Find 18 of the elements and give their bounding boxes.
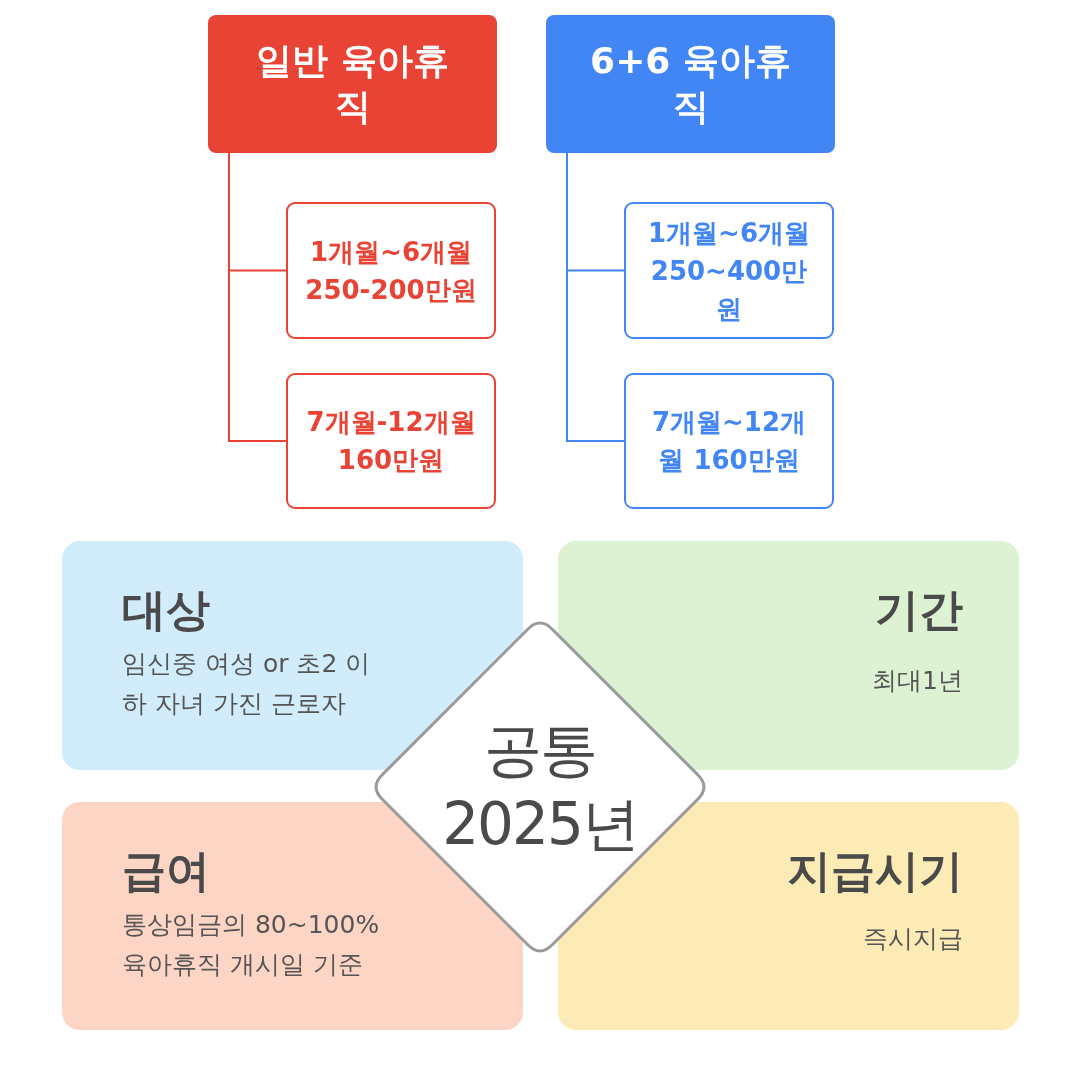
diamond-text: 공통	[484, 715, 596, 786]
card-heading: 급여	[122, 844, 210, 898]
item-box: 1개월~6개월 250-200만원	[286, 202, 496, 339]
header-box: 일반 육아휴직	[208, 15, 497, 153]
card-heading: 기간	[875, 583, 963, 637]
card-heading: 지급시기	[787, 844, 963, 898]
card-text: 최대1년	[871, 665, 963, 697]
header-box: 6+6 육아휴직	[546, 15, 835, 153]
card-heading: 대상	[122, 583, 210, 637]
connector-line	[228, 152, 287, 442]
item-box: 1개월~6개월 250~400만원	[624, 202, 834, 339]
diamond-text: 2025년	[442, 789, 638, 860]
card-text: 즉시지급	[862, 923, 963, 955]
card-text: 임신중 여성 or 초2 이하 자녀 가진 근로자	[122, 648, 372, 720]
item-box: 7개월~12개월 160만원	[624, 373, 834, 509]
item-box: 7개월-12개월 160만원	[286, 373, 496, 509]
card-text: 통상임금의 80~100% 육아휴직 개시일 기준	[122, 909, 381, 981]
connector-line	[566, 152, 625, 442]
